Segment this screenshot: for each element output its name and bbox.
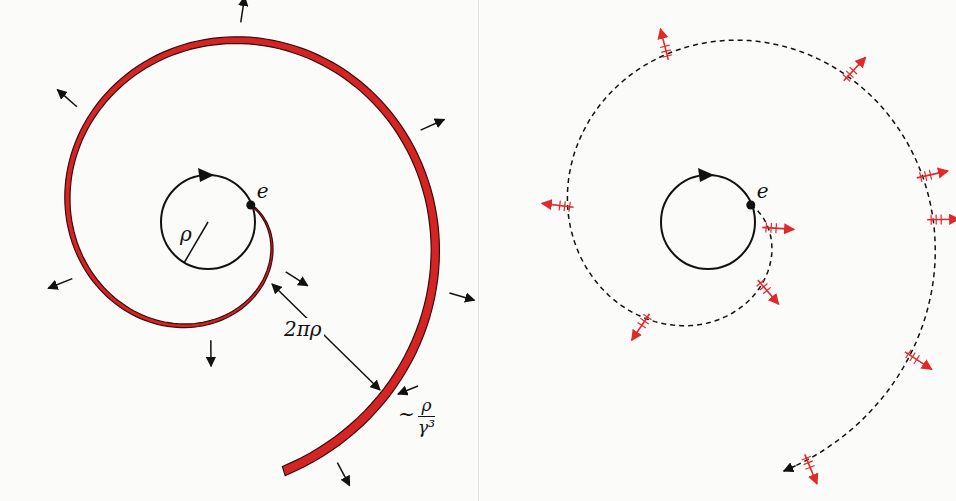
trajectory-dashed xyxy=(567,40,935,471)
orbit-circle xyxy=(661,175,755,269)
field-arrow xyxy=(632,314,650,341)
field-tick xyxy=(920,172,922,182)
field-tick xyxy=(914,355,919,363)
electron-label: e xyxy=(257,181,269,201)
electron-dot xyxy=(246,200,255,209)
field-tick xyxy=(643,314,651,320)
field-arrow xyxy=(905,352,932,370)
field-tick xyxy=(925,171,927,181)
field-tick xyxy=(804,461,813,465)
field-tick xyxy=(770,223,772,233)
field-tick xyxy=(929,170,931,180)
thickness-fraction: ρ γ³ xyxy=(418,396,435,436)
field-tick xyxy=(564,201,565,211)
emission-arrow xyxy=(241,0,245,22)
field-arrow xyxy=(844,57,866,80)
field-tick xyxy=(661,50,671,52)
field-tick xyxy=(843,74,850,81)
field-tick xyxy=(662,55,672,57)
field-arrow xyxy=(542,203,574,207)
panel-divider xyxy=(478,0,479,501)
fraction-bar xyxy=(418,416,435,417)
field-tick xyxy=(559,201,560,211)
emission-arrow xyxy=(57,90,77,107)
field-tick xyxy=(805,465,814,469)
field-tick xyxy=(940,214,941,224)
field-arrow xyxy=(758,280,779,304)
radiation-band xyxy=(65,37,440,476)
field-tick xyxy=(850,67,857,74)
field-tick xyxy=(765,223,767,233)
electron-label: e xyxy=(757,181,769,201)
field-arrow xyxy=(917,171,948,178)
emission-arrow xyxy=(210,340,212,366)
dimension-line xyxy=(272,284,380,390)
fraction-denominator: γ³ xyxy=(418,418,435,437)
trajectory-end xyxy=(784,466,796,471)
field-arrow xyxy=(762,227,794,229)
emission-arrow xyxy=(286,272,308,286)
field-tick xyxy=(775,223,777,233)
orbit-circle xyxy=(161,175,255,269)
field-arrow xyxy=(660,29,668,60)
field-tick xyxy=(846,71,853,78)
field-tick xyxy=(638,323,646,329)
field-tick xyxy=(930,215,931,225)
thickness-pointer xyxy=(398,386,418,394)
field-tick xyxy=(802,456,811,460)
field-tick xyxy=(757,280,765,286)
dimension-label: 2πρ xyxy=(282,318,324,340)
field-tick xyxy=(910,353,915,361)
field-tick xyxy=(763,287,771,293)
emission-arrow xyxy=(421,119,445,130)
fraction-numerator: ρ xyxy=(418,396,435,415)
field-tick xyxy=(906,350,911,358)
approx-sign: ~ xyxy=(398,404,415,424)
field-tick xyxy=(760,284,768,290)
radius-label: ρ xyxy=(180,224,192,244)
direction-arrow xyxy=(198,168,214,182)
field-arrow xyxy=(805,454,817,484)
emission-arrow xyxy=(48,279,72,289)
field-tick xyxy=(640,318,648,324)
emission-arrow xyxy=(449,293,474,300)
field-tick xyxy=(660,45,670,47)
field-tick xyxy=(569,202,570,212)
electron-dot xyxy=(746,200,755,209)
field-tick xyxy=(935,215,936,225)
direction-arrow xyxy=(698,168,714,182)
emission-arrow xyxy=(337,463,349,486)
